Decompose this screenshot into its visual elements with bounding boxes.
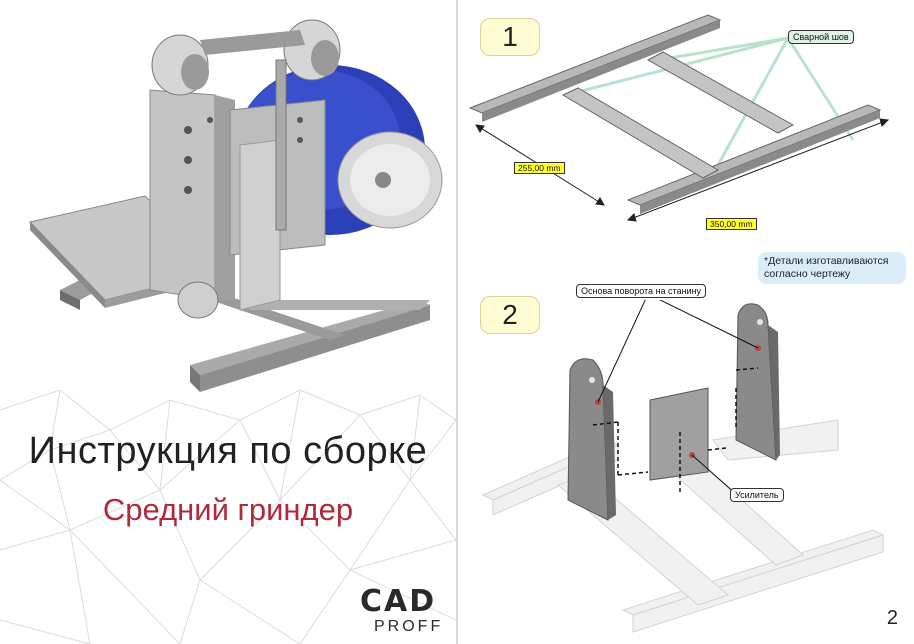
- manufacturing-note: *Детали изготавливаются согласно чертежу: [758, 252, 906, 284]
- grinder-illustration: [29, 19, 443, 392]
- weld-seam-label: Сварной шов: [788, 30, 854, 44]
- logo-text-bottom: PROFF: [374, 618, 444, 635]
- page-number: 2: [886, 607, 898, 629]
- cadproff-logo: CAD PROFF: [360, 584, 450, 636]
- dimension-255: 255,00 mm: [514, 162, 565, 174]
- assembly-drawing: [481, 300, 885, 633]
- step-2-badge: 2: [480, 296, 540, 334]
- document-title: Инструкция по сборке: [28, 430, 428, 472]
- step-1-badge: 1: [480, 18, 540, 56]
- page-divider: [456, 0, 458, 644]
- pivot-base-label: Основа поворота на станину: [576, 284, 707, 298]
- logo-text-top: CAD: [360, 584, 437, 619]
- cover-page: Инструкция по сборке Средний гриндер CAD…: [0, 0, 456, 644]
- instruction-page: 1 Сварной шов 255,00 mm 350,00 mm *Детал…: [458, 0, 914, 644]
- reinforcement-label: Усилитель: [730, 488, 784, 502]
- document-subtitle: Средний гриндер: [102, 492, 354, 527]
- polygon-background: [0, 390, 456, 644]
- dimension-350: 350,00 mm: [706, 218, 757, 230]
- frame-drawing: [468, 14, 890, 222]
